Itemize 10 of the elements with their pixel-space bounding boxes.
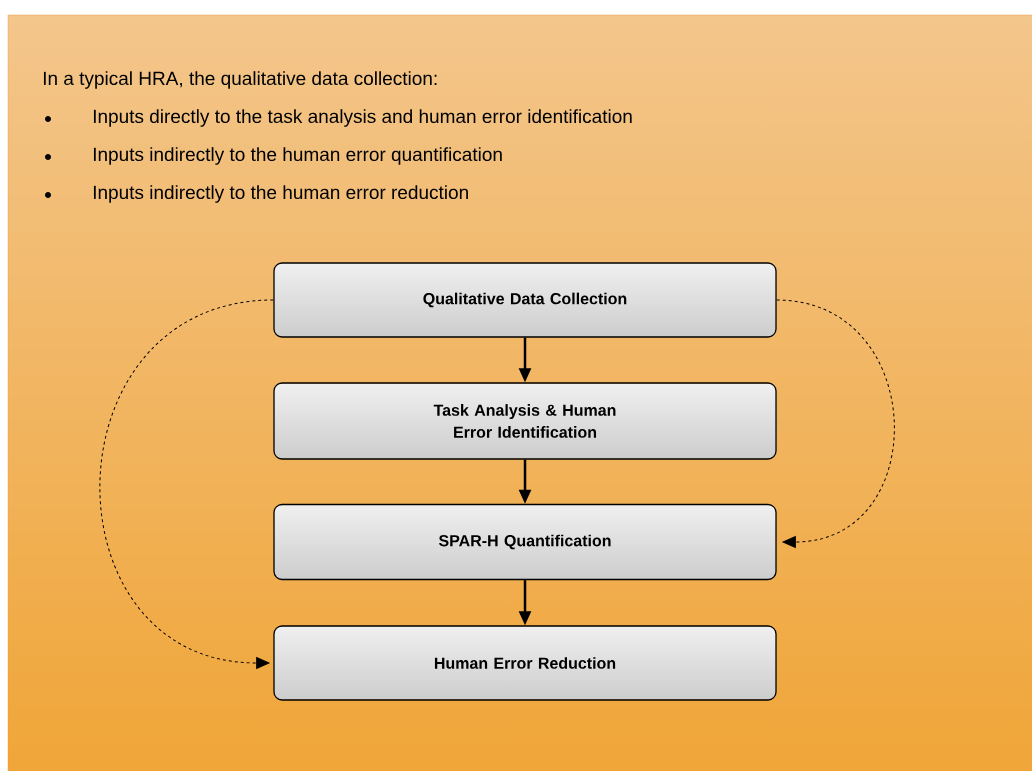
arrow (776, 299, 895, 548)
process-box: Qualitative Data Collection (273, 262, 777, 338)
arrow (99, 299, 274, 669)
heading-text: In a typical HRA, the qualitative data collection: (43, 71, 437, 89)
process-box: Human Error Reduction (273, 625, 777, 701)
process-box: SPAR-H Quantification (273, 503, 777, 581)
bullet-text: Inputs indirectly to the human error reduction (93, 185, 468, 203)
process-box: Task Analysis & Human Error Identification (273, 382, 777, 460)
bullet-text: Inputs indirectly to the human error quantification (93, 147, 502, 165)
bullet-text: Inputs directly to the task analysis and human error identification (93, 109, 632, 127)
